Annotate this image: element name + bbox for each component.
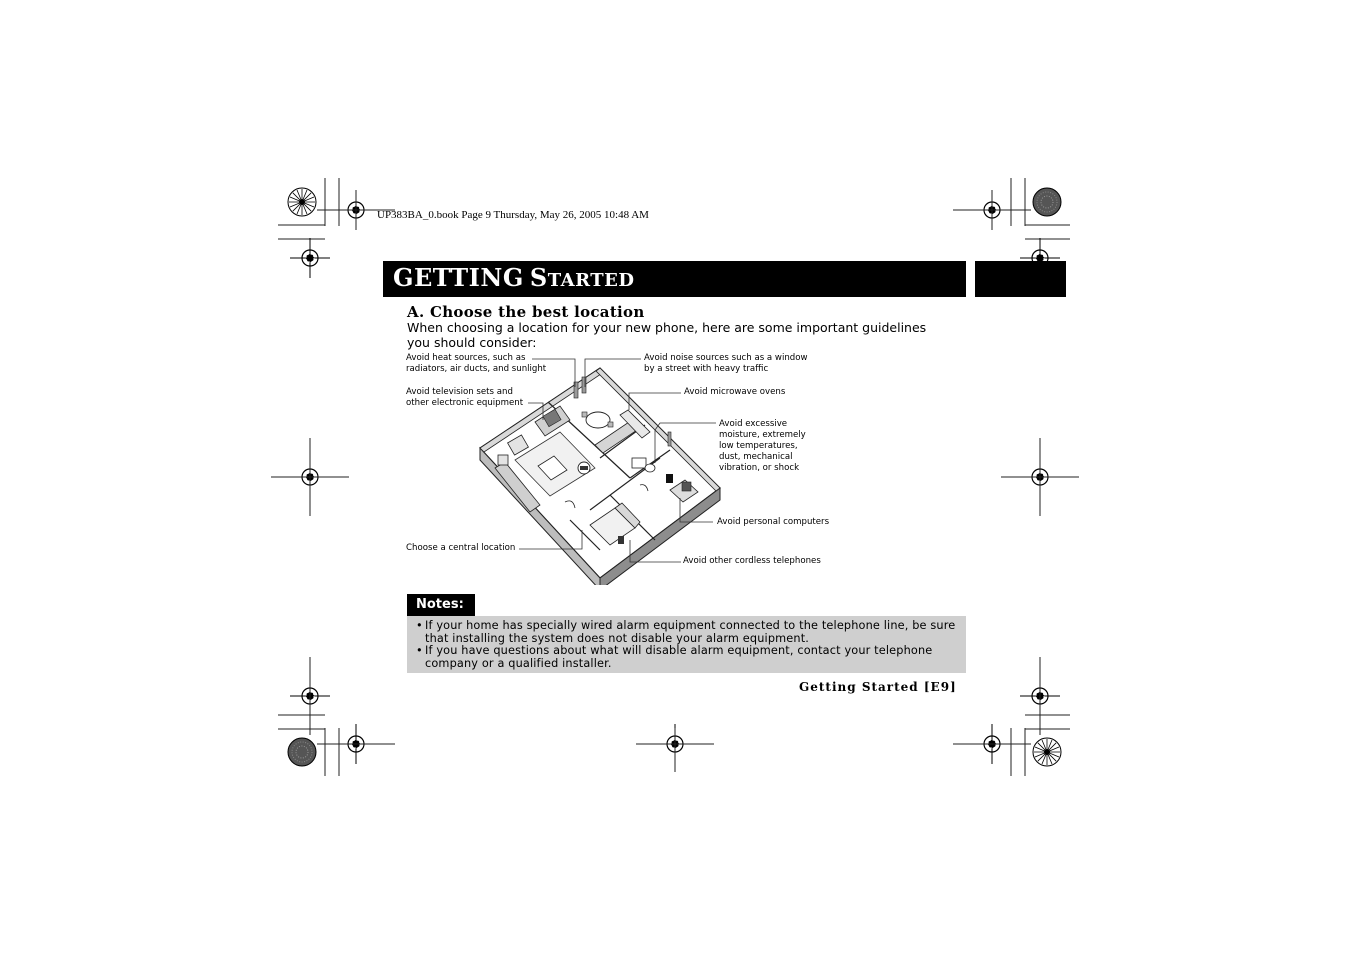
callout-line: low temperatures, <box>719 441 798 451</box>
callout-microwave: Avoid microwave ovens <box>684 387 785 398</box>
side-tab <box>975 261 1066 297</box>
bullet: • <box>416 619 423 632</box>
notes-label: Notes: <box>407 594 475 616</box>
callout-heat-sources: Avoid heat sources, such as radiators, a… <box>406 353 546 375</box>
callout-line: Avoid television sets and <box>406 387 513 397</box>
title-initial-2: S <box>529 263 548 292</box>
callout-line: dust, mechanical <box>719 452 793 462</box>
note-text: If your home has specially wired alarm e… <box>425 619 956 645</box>
section-title: A. Choose the best location <box>407 303 645 321</box>
book-info-line: UP383BA_0.book Page 9 Thursday, May 26, … <box>377 209 649 221</box>
callout-noise-sources: Avoid noise sources such as a window by … <box>644 353 808 375</box>
callout-line: vibration, or shock <box>719 463 800 473</box>
callout-computers: Avoid personal computers <box>717 517 829 528</box>
note-item: • If your home has specially wired alarm… <box>416 619 961 645</box>
callout-line: other electronic equipment <box>406 398 524 408</box>
callout-line: by a street with heavy traffic <box>644 364 769 374</box>
callout-line: Avoid excessive <box>719 419 788 429</box>
callout-line: radiators, air ducts, and sunlight <box>406 364 547 374</box>
callout-line: Avoid noise sources such as a window <box>644 353 808 363</box>
callout-line: moisture, extremely <box>719 430 806 440</box>
callout-line: Choose a central location <box>406 543 516 553</box>
callout-television: Avoid television sets and other electron… <box>406 387 523 409</box>
floor-plan-illustration <box>479 367 721 585</box>
note-item: • If you have questions about what will … <box>416 644 961 670</box>
callout-moisture: Avoid excessive moisture, extremely low … <box>719 419 806 474</box>
bullet: • <box>416 644 423 657</box>
title-rest-1: ETTING <box>414 263 524 292</box>
section-intro: When choosing a location for your new ph… <box>407 320 927 350</box>
callout-line: Avoid other cordless telephones <box>683 556 821 566</box>
callout-central-location: Choose a central location <box>406 543 515 554</box>
page-title: GETTING STARTED <box>393 263 635 292</box>
note-text: If you have questions about what will di… <box>425 644 933 670</box>
callout-line: Avoid microwave ovens <box>684 387 786 397</box>
page-footer: Getting Started [E9] <box>799 680 957 694</box>
callout-cordless-phones: Avoid other cordless telephones <box>683 556 821 567</box>
notes-box: • If your home has specially wired alarm… <box>407 616 966 673</box>
title-initial-1: G <box>393 263 414 292</box>
title-rest-2: TARTED <box>547 270 635 291</box>
page-header-bar: GETTING STARTED <box>383 261 966 297</box>
callout-line: Avoid heat sources, such as <box>406 353 526 363</box>
callout-line: Avoid personal computers <box>717 517 830 527</box>
